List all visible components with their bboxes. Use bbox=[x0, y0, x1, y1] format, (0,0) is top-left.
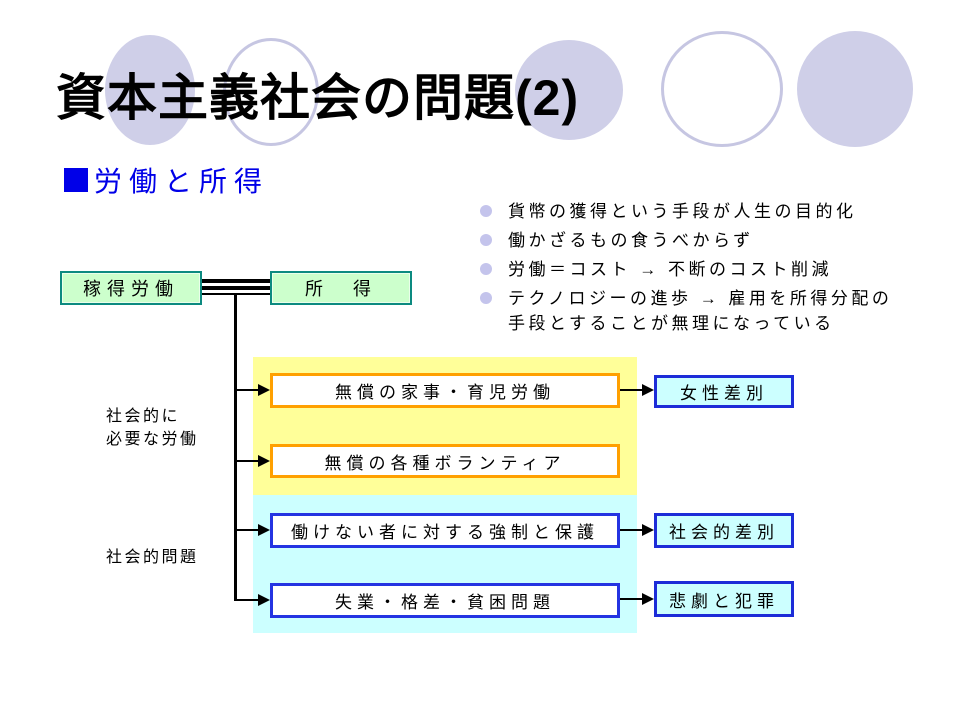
outcome-arrow bbox=[620, 593, 655, 605]
list-item: 貨幣の獲得という手段が人生の目的化 bbox=[474, 199, 902, 224]
arrow-shaft bbox=[235, 529, 259, 531]
arrow-head-icon bbox=[642, 593, 654, 605]
branch-arrow bbox=[235, 524, 271, 536]
bullet-text: 働かざるもの食うべからず bbox=[508, 231, 754, 250]
list-item: 働かざるもの食うべからず bbox=[474, 228, 902, 253]
earned-labor-box: 稼得労働 bbox=[60, 271, 202, 305]
arrow-shaft bbox=[235, 389, 259, 391]
bullet-dot-icon bbox=[480, 205, 492, 217]
connector-trunk-line bbox=[234, 293, 237, 601]
branch-arrow bbox=[235, 455, 271, 467]
bullet-list: 貨幣の獲得という手段が人生の目的化 働かざるもの食うべからず 労働＝コスト → … bbox=[474, 199, 902, 340]
work-box-coercion-protection: 働けない者に対する強制と保護 bbox=[270, 513, 620, 548]
income-box: 所 得 bbox=[270, 271, 412, 305]
work-box-unemployment-poverty: 失業・格差・貧困問題 bbox=[270, 583, 620, 618]
bullet-text: テクノロジーの進歩 → 雇用を所得分配の手段とすることが無理になっている bbox=[508, 289, 893, 333]
list-item: 労働＝コスト → 不断のコスト削減 bbox=[474, 257, 902, 282]
page-title: 資本主義社会の問題(2) bbox=[56, 70, 580, 126]
outcome-box-gender-discrimination: 女性差別 bbox=[654, 375, 794, 408]
bullet-dot-icon bbox=[480, 292, 492, 304]
connector-line bbox=[202, 286, 270, 290]
decor-circle-outline-icon bbox=[661, 31, 783, 147]
decor-circle-icon bbox=[105, 35, 195, 145]
decor-circle-icon bbox=[797, 31, 913, 147]
outcome-box-social-discrimination: 社会的差別 bbox=[654, 513, 794, 548]
bullet-dot-icon bbox=[480, 263, 492, 275]
arrow-shaft bbox=[235, 599, 259, 601]
decor-circle-icon bbox=[515, 40, 623, 140]
group-label-necessary-labor: 社会的に 必要な労働 bbox=[106, 408, 199, 448]
arrow-head-icon bbox=[642, 524, 654, 536]
arrow-head-icon bbox=[258, 455, 270, 467]
arrow-shaft bbox=[235, 460, 259, 462]
arrow-head-icon bbox=[258, 384, 270, 396]
arrow-shaft bbox=[620, 529, 643, 531]
section-title: 労働と所得 bbox=[94, 166, 270, 197]
branch-arrow bbox=[235, 594, 271, 606]
list-item: テクノロジーの進歩 → 雇用を所得分配の手段とすることが無理になっている bbox=[474, 286, 902, 336]
arrow-head-icon bbox=[642, 384, 654, 396]
outcome-arrow bbox=[620, 384, 655, 396]
arrow-head-icon bbox=[258, 524, 270, 536]
outcome-arrow bbox=[620, 524, 655, 536]
bullet-text: 労働＝コスト → 不断のコスト削減 bbox=[508, 260, 832, 279]
arrow-shaft bbox=[620, 389, 643, 391]
section-bullet-square-icon bbox=[64, 168, 88, 192]
arrow-shaft bbox=[620, 598, 643, 600]
arrow-head-icon bbox=[258, 594, 270, 606]
work-box-unpaid-housework: 無償の家事・育児労働 bbox=[270, 373, 620, 408]
group-label-social-problems: 社会的問題 bbox=[106, 549, 199, 566]
bullet-text: 貨幣の獲得という手段が人生の目的化 bbox=[508, 202, 857, 221]
decor-circle-outline-icon bbox=[223, 38, 319, 146]
work-box-volunteer: 無償の各種ボランティア bbox=[270, 444, 620, 478]
bullet-dot-icon bbox=[480, 234, 492, 246]
branch-arrow bbox=[235, 384, 271, 396]
connector-line bbox=[202, 279, 270, 283]
outcome-box-tragedy-crime: 悲劇と犯罪 bbox=[654, 581, 794, 617]
